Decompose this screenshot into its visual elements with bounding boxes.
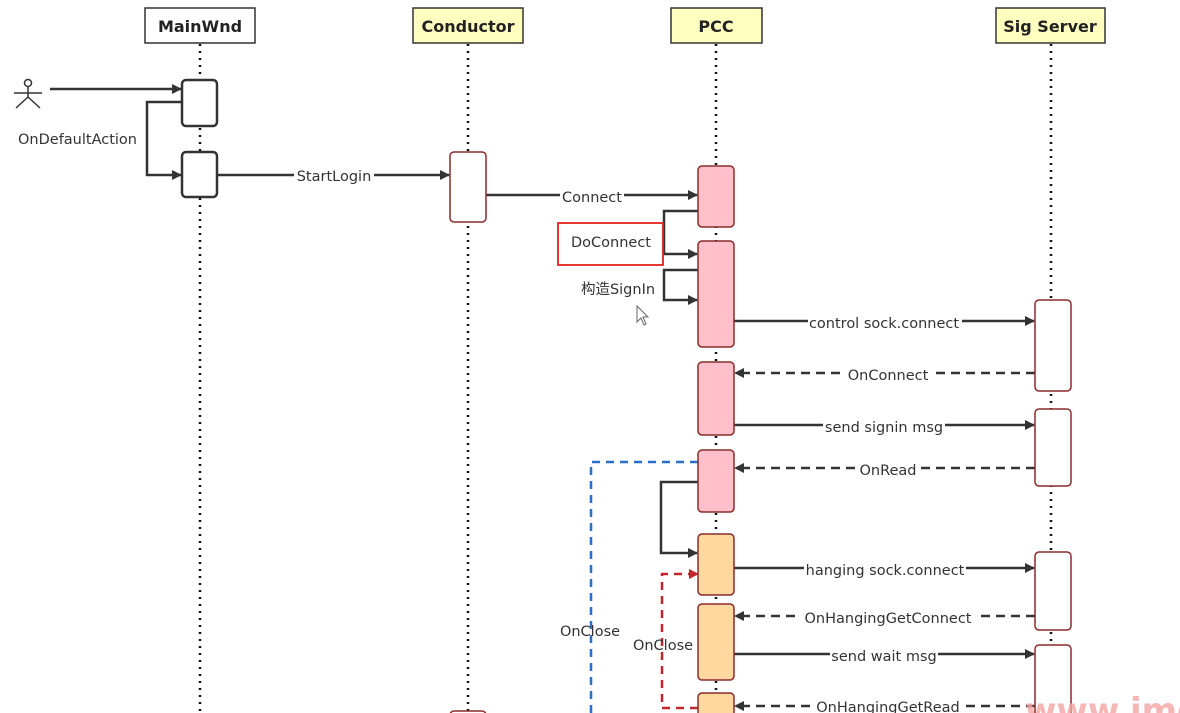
svg-text:Sig Server: Sig Server bbox=[1003, 17, 1097, 36]
participant-pcc: PCC bbox=[670, 7, 763, 44]
label-on-close-inner: OnClose bbox=[633, 638, 693, 654]
mouse-cursor-icon bbox=[636, 304, 650, 326]
label-on-hanging-get-connect: OnHangingGetConnect bbox=[804, 611, 971, 627]
activation-mainwnd-1 bbox=[180, 78, 219, 128]
on-default-action-arrow bbox=[145, 100, 182, 180]
activation-sig-2 bbox=[1034, 408, 1072, 487]
activation-sig-1 bbox=[1034, 299, 1072, 392]
participant-conductor: Conductor bbox=[412, 7, 524, 44]
activation-pcc-hanging bbox=[697, 533, 735, 596]
construct-signin-arrow bbox=[662, 268, 698, 305]
activation-sig-4 bbox=[1034, 644, 1072, 713]
activation-pcc-connect bbox=[697, 165, 735, 228]
label-hanging-sock-connect: hanging sock.connect bbox=[806, 563, 965, 579]
activation-pcc-hanging-connect bbox=[697, 603, 735, 681]
activation-mainwnd-2 bbox=[180, 150, 219, 199]
activation-sig-3 bbox=[1034, 551, 1072, 631]
label-control-sock-connect: control sock.connect bbox=[809, 316, 959, 332]
svg-text:Conductor: Conductor bbox=[422, 17, 515, 36]
label-on-close-outer: OnClose bbox=[560, 624, 620, 640]
participant-mainwnd: MainWnd bbox=[144, 7, 256, 44]
svg-text:PCC: PCC bbox=[698, 17, 733, 36]
activation-conductor-1 bbox=[449, 151, 487, 223]
activation-pcc-hanging-read bbox=[697, 692, 735, 713]
participant-sig-server: Sig Server bbox=[995, 7, 1106, 44]
svg-text:MainWnd: MainWnd bbox=[158, 17, 242, 36]
activation-pcc-onread bbox=[697, 449, 735, 513]
label-send-signin-msg: send signin msg bbox=[825, 420, 943, 436]
activation-pcc-onconnect bbox=[697, 361, 735, 436]
on-read-self-arrow bbox=[659, 480, 698, 558]
label-construct-signin: 构造SignIn bbox=[581, 281, 655, 298]
on-close-outer-line bbox=[589, 460, 698, 713]
label-on-read: OnRead bbox=[859, 463, 916, 479]
label-do-connect: DoConnect bbox=[571, 235, 651, 251]
do-connect-arrow bbox=[662, 209, 698, 259]
actor-user-icon bbox=[14, 78, 42, 109]
highlight-box bbox=[557, 222, 664, 266]
label-on-hanging-get-read: OnHangingGetRead bbox=[816, 700, 960, 713]
label-start-login: StartLogin bbox=[297, 169, 372, 185]
activation-pcc-doconnect bbox=[697, 240, 735, 348]
label-on-connect: OnConnect bbox=[848, 368, 929, 384]
label-send-wait-msg: send wait msg bbox=[831, 649, 936, 665]
label-connect: Connect bbox=[562, 190, 622, 206]
watermark: www.imo bbox=[1025, 691, 1180, 713]
on-close-inner-line bbox=[660, 569, 699, 710]
label-on-default-action: OnDefaultAction bbox=[18, 132, 137, 148]
